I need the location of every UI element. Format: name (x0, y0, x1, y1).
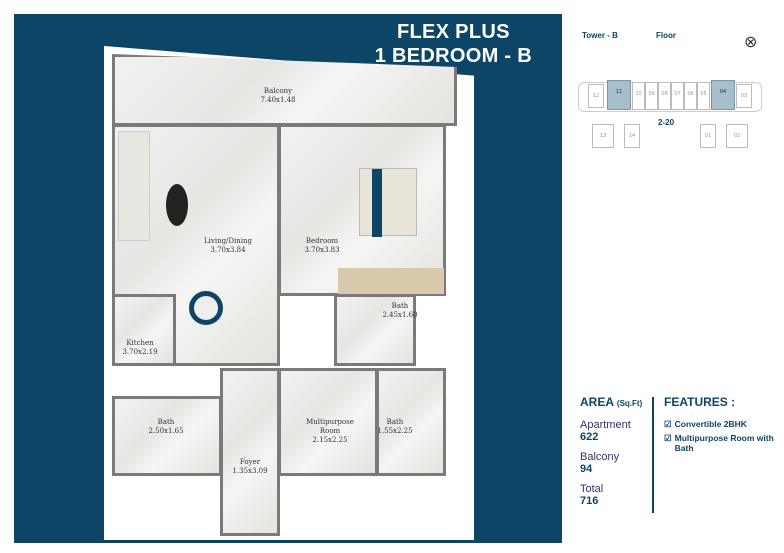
wardrobe (338, 268, 444, 294)
compass-icon: ⊗ (744, 32, 758, 51)
divider (652, 397, 654, 513)
dining-table (189, 291, 223, 325)
apartment-label: Apartment (580, 419, 631, 431)
unit-04: 04 (711, 80, 735, 110)
unit-13: 13 (592, 124, 614, 148)
features-title: FEATURES : (664, 395, 736, 409)
balcony-value: 94 (580, 463, 593, 475)
sofa (118, 131, 150, 241)
unit-05: 05 (697, 82, 710, 110)
plan-title: FLEX PLUS 1 BEDROOM - B (375, 20, 532, 68)
room-kitchen (112, 294, 176, 366)
unit-08: 08 (658, 82, 671, 110)
area-unit: (Sq.Ft) (616, 399, 643, 408)
balcony-label: Balcony (580, 451, 620, 463)
apartment-value: 622 (580, 431, 599, 443)
unit-02: 02 (726, 124, 748, 148)
unit-06: 06 (684, 82, 697, 110)
floor-range: 2-20 (658, 118, 675, 127)
room-bath-2 (112, 396, 222, 476)
bed (359, 168, 417, 237)
room-foyer (220, 368, 280, 536)
room-multipurpose (278, 368, 378, 476)
features-section: FEATURES : ☑Convertible 2BHK ☑Multipurpo… (664, 395, 774, 453)
total-label: Total (580, 483, 604, 495)
title-line-2: 1 BEDROOM - B (374, 45, 532, 67)
room-bath-1 (334, 294, 416, 366)
checkbox-icon: ☑ (664, 433, 672, 443)
total-value: 716 (580, 495, 599, 507)
unit-10: 10 (632, 82, 645, 110)
checkbox-icon: ☑ (664, 419, 672, 429)
unit-09: 09 (645, 82, 658, 110)
feature-item: ☑Multipurpose Room with Bath (664, 433, 774, 453)
feature-item: ☑Convertible 2BHK (664, 419, 747, 429)
unit-01: 01 (700, 124, 716, 148)
area-title: AREA (580, 395, 614, 409)
area-section: AREA (Sq.Ft) Apartment 622 Balcony 94 To… (580, 395, 642, 507)
floor-label: Floor (656, 31, 676, 40)
key-plan: 12 11 10 09 08 07 06 05 04 03 2-20 13 14… (578, 78, 762, 152)
unit-11: 11 (607, 80, 631, 110)
room-bath-3 (376, 368, 446, 476)
unit-07: 07 (671, 82, 684, 110)
coffee-table (166, 184, 188, 226)
title-line-1: FLEX PLUS (397, 21, 510, 43)
tower-label: Tower - B (582, 31, 618, 40)
unit-03: 03 (736, 84, 752, 108)
unit-12: 12 (588, 84, 604, 108)
unit-14: 14 (624, 124, 640, 148)
